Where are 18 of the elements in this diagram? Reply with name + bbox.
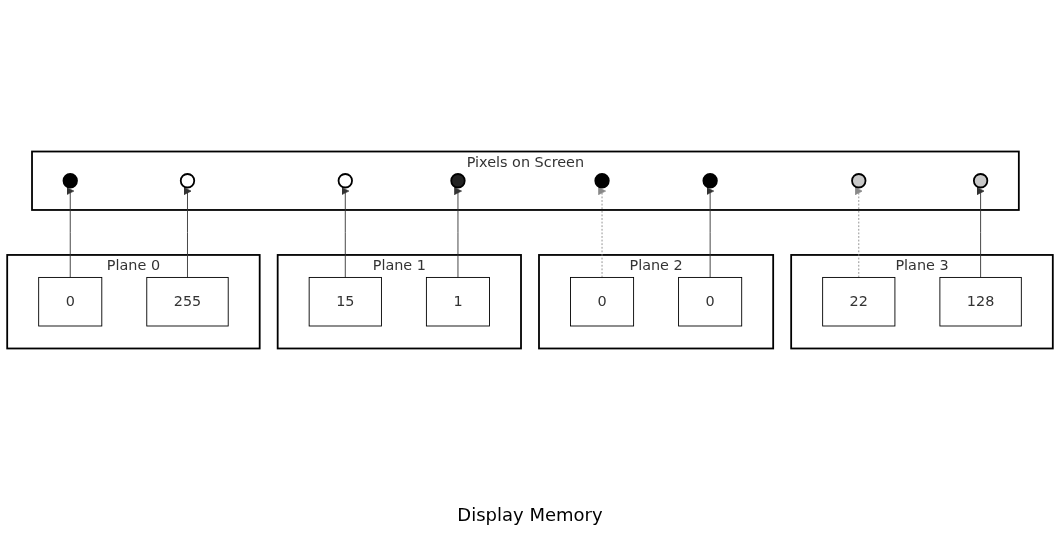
node-circle	[594, 173, 610, 189]
node-box: 255	[146, 277, 229, 327]
node-circle	[972, 173, 989, 189]
node-circle	[337, 173, 353, 189]
cluster: Pixels on Screen	[31, 150, 1020, 211]
node-box: 15	[308, 277, 382, 327]
node-circle	[62, 173, 78, 189]
node-box: 1	[425, 277, 490, 327]
node-circle	[702, 173, 718, 189]
node-box: 0	[570, 277, 635, 327]
node-circle	[450, 173, 466, 189]
node-box: 22	[822, 277, 896, 327]
node-box: 0	[38, 277, 103, 327]
node-box: 128	[939, 277, 1022, 327]
node-circle	[851, 173, 867, 189]
node-circle	[179, 173, 196, 189]
node-box: 0	[678, 277, 743, 327]
diagram-label: Display Memory	[457, 504, 603, 525]
